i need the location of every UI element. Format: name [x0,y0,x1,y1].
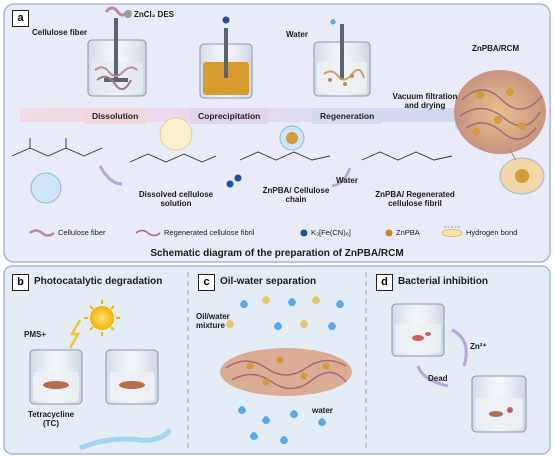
panel-a-letter: a [12,10,29,27]
chain-line-1: ZnPBA/ Cellulose [262,186,330,195]
panel-b-title: Photocatalytic degradation [34,276,163,287]
panel-c-title: Oil-water separation [220,276,317,287]
water-output-label: water [312,406,333,415]
chain-label: ZnPBA/ Cellulose chain [250,186,342,204]
droplets-icon [226,296,344,444]
tc-line-2: (TC) [43,419,59,428]
beaker-degraded-icon [105,349,159,405]
water-label: Water [286,30,308,39]
beaker-dead-bacteria-icon [471,375,527,433]
beaker-dissolution-icon [87,18,147,97]
product-label: ZnPBA/RCM [472,44,520,53]
vacuum-line-2: and drying [404,101,446,110]
step-coprecipitation: Coprecipitation [190,108,269,124]
dead-arrow [416,365,449,388]
legend-regenerated-fibril-icon [135,229,161,237]
tc-label: Tetracycline (TC) [16,410,86,428]
sun-icon [84,300,120,336]
legend-fe-icon [300,229,308,237]
beaker-bacteria-icon [391,303,445,357]
legend-znpba: ZnPBA [396,228,420,237]
beaker-regeneration-icon [313,19,371,97]
tc-line-1: Tetracycline [27,410,75,419]
zn-label: Zn²⁺ [470,342,487,351]
zn-complex-icon [30,172,62,204]
legend-hydrogen-bond: Hydrogen bond [466,228,518,237]
vacuum-line-1: Vacuum filtration [392,92,458,101]
regen-line-1: ZnPBA/ Regenerated [375,190,455,199]
legend-cellulose-fiber-icon [29,229,55,237]
panel-d-letter: d [376,274,393,291]
panel-d-title: Bacterial inhibition [398,276,489,287]
legend-fe: K₃[Fe(CN)₆] [311,228,351,237]
figure-caption: Schematic diagram of the preparation of … [150,248,404,259]
legend-cellulose-fiber: Cellulose fiber [58,228,106,237]
fe-ion-icon [226,180,234,188]
water-arrow-label: Water [336,176,358,185]
znpba-rcm-membrane-icon [454,70,546,195]
vacuum-label: Vacuum filtration and drying [380,92,470,110]
beaker-coprecipitation-icon [199,16,253,99]
chain-line-2: chain [285,195,307,204]
dissolved-line-2: solution [160,199,192,208]
step-dissolution: Dissolution [84,108,147,124]
des-label: ZnCl₂ DES [134,10,174,19]
legend-icons [29,226,463,237]
panel-b-letter: b [12,274,29,291]
light-bolt-icon [68,319,82,349]
legend-regenerated-fibril: Regenerated cellulose fibril [164,228,255,237]
zn-hydrate-icon [159,117,193,151]
dead-label: Dead [428,374,448,383]
flow-arrow-2 [331,167,352,188]
legend-znpba-icon [385,229,393,237]
regen-label: ZnPBA/ Regenerated cellulose fibril [362,190,468,208]
panel-c-letter: c [198,274,215,291]
pms-label: PMS+ [24,330,47,339]
water-stream-icon [79,428,172,451]
regen-line-2: cellulose fibril [388,199,442,208]
zn-arrow [451,328,468,367]
cellulose-structure-icon [11,138,453,163]
flow-arrow-1 [98,165,123,186]
filter-membrane-icon [220,348,352,396]
des-droplet-icon [124,10,132,18]
mixture-line-1: Oil/water [196,312,230,321]
legend-hydrogen-bond-icon [441,229,463,237]
beaker-tc-icon [29,349,83,405]
mixture-line-2: mixture [196,321,225,330]
dissolved-line-1: Dissolved cellulose [138,190,214,199]
mixture-label: Oil/water mixture [196,312,230,330]
step-regeneration: Regeneration [312,108,383,124]
cellulose-fiber-label: Cellulose fiber [32,28,88,37]
dissolved-label: Dissolved cellulose solution [128,190,224,208]
